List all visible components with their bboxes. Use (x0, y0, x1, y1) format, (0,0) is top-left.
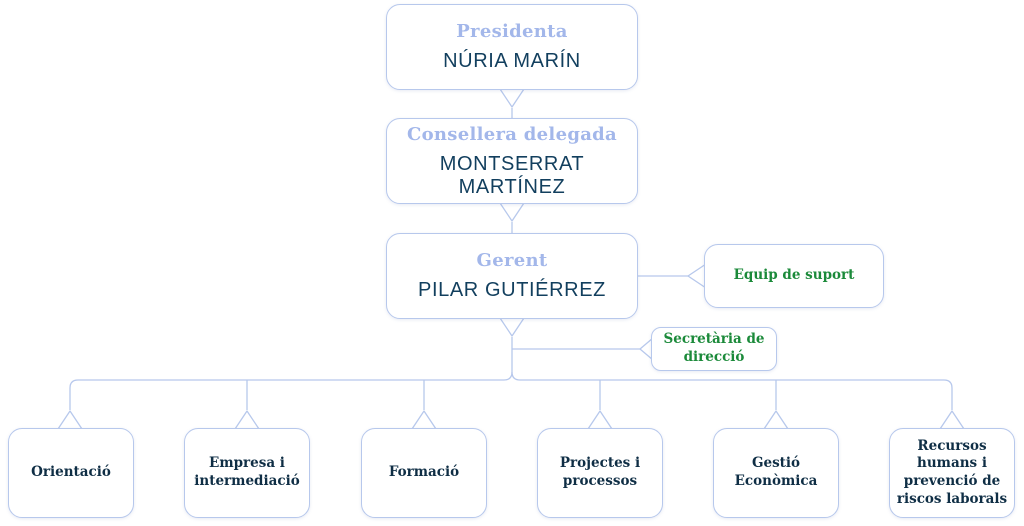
president-role: Presidenta (456, 21, 568, 42)
ceo-name: MONTSERRAT MARTÍNEZ (439, 152, 585, 198)
manager-name: PILAR GUTIÉRREZ (418, 279, 606, 301)
dept-label: Orientació (31, 464, 111, 481)
dept-label: riscos laborals (896, 490, 1008, 507)
dept-gestio-economica: Gestió Econòmica (713, 428, 839, 518)
dept-projectes-processos: Projectes i processos (537, 428, 663, 518)
manager-role: Gerent (476, 250, 548, 271)
dept-recursos-humans: Recursos humans i prevenció de riscos la… (889, 428, 1015, 518)
dept-label: Gestió (751, 455, 801, 472)
secretary-node: Secretària de direcció (651, 327, 777, 371)
dept-empresa-intermediacio: Empresa i intermediació (184, 428, 310, 518)
support-team-label: Equip de suport (733, 267, 855, 284)
dept-label: Recursos (917, 437, 987, 454)
secretary-label-line2: direcció (683, 349, 745, 365)
ceo-node: Consellera delegada MONTSERRAT MARTÍNEZ (386, 118, 638, 204)
dept-label: intermediació (194, 473, 300, 489)
dept-label: Econòmica (734, 473, 818, 489)
dept-label: Empresa i (209, 455, 285, 472)
ceo-role: Consellera delegada (406, 123, 618, 145)
manager-node: Gerent PILAR GUTIÉRREZ (386, 233, 638, 319)
dept-label: processos (562, 473, 638, 489)
dept-formacio: Formació (361, 428, 487, 518)
secretary-label-line1: Secretària de (663, 331, 765, 348)
dept-label: humans i (917, 455, 987, 472)
dept-label: prevenció de (903, 473, 1001, 489)
support-team-node: Equip de suport (704, 244, 884, 308)
president-name: NÚRIA MARÍN (443, 50, 581, 72)
president-node: Presidenta NÚRIA MARÍN (386, 4, 638, 90)
dept-label: Projectes i (559, 455, 641, 472)
dept-orientacio: Orientació (8, 428, 134, 518)
dept-label: Formació (388, 464, 460, 481)
